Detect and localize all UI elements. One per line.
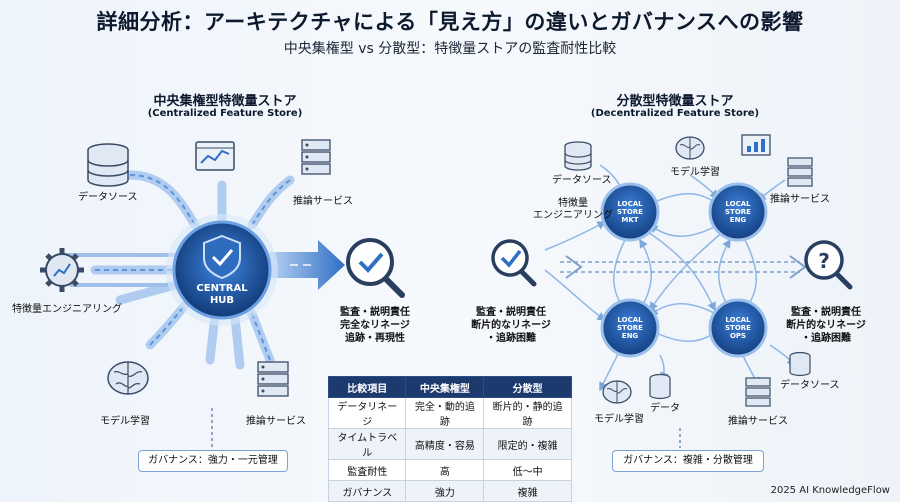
decentral-audit-right-line-3: ・追跡困難 bbox=[801, 333, 851, 344]
store-2-line-1: LOCAL bbox=[725, 200, 751, 208]
store-2-line-3: ENG bbox=[729, 216, 747, 224]
store-4-line-3: OPS bbox=[729, 332, 747, 340]
store-1-line-1: LOCAL bbox=[617, 200, 643, 208]
svg-text:?: ? bbox=[818, 249, 830, 273]
table-cell: 強力 bbox=[405, 480, 485, 502]
local-store-mkt: LOCAL STORE MKT bbox=[605, 200, 655, 224]
central-data-source-label: データソース bbox=[78, 192, 138, 203]
table-cell: データリネージ bbox=[327, 397, 407, 429]
central-hub-label-1: CENTRAL bbox=[196, 283, 248, 294]
decentral-audit-left-line-1: 監査・説明責任 bbox=[476, 307, 546, 318]
decentral-data-source-top-label: データソース bbox=[552, 175, 612, 186]
central-section-title: 中央集権型特徴量ストア bbox=[153, 94, 297, 109]
local-store-eng-top: LOCAL STORE ENG bbox=[713, 200, 763, 224]
central-audit-line-2: 完全なリネージ bbox=[340, 320, 410, 331]
central-audit-line-1: 監査・説明責任 bbox=[340, 307, 410, 318]
table-cell: 限定的・複雑 bbox=[483, 428, 572, 460]
comparison-table: 比較項目 中央集権型 分散型 データリネージ 完全・動的追跡 断片的・静的追跡 … bbox=[327, 376, 572, 502]
decentral-data-source-bottom-label: データソース bbox=[780, 380, 840, 391]
central-hub-label-2: HUB bbox=[209, 295, 235, 306]
central-audit-line-3: 追跡・再現性 bbox=[345, 333, 405, 344]
decentral-model-training-top-label: モデル学習 bbox=[670, 167, 720, 178]
decentral-section-title: 分散型特徴量ストア bbox=[616, 94, 734, 109]
decentral-inference-top-label: 推論サービス bbox=[770, 194, 830, 205]
table-row: タイムトラベル 高精度・容易 限定的・複雑 bbox=[327, 428, 572, 460]
table-cell: 完全・動的追跡 bbox=[405, 397, 485, 429]
decentral-model-training-bottom-label: モデル学習 bbox=[594, 414, 644, 425]
decentral-data-label: データ bbox=[650, 403, 680, 414]
database-icon-central-top bbox=[87, 143, 129, 187]
store-3-line-1: LOCAL bbox=[617, 316, 643, 324]
page-title: 詳細分析：アーキテクチャによる「見え方」の違いとガバナンスへの影響 bbox=[96, 10, 804, 34]
footer-credit: 2025 AI KnowledgeFlow bbox=[770, 485, 890, 496]
decentral-feature-eng-label: 特徴量 エンジニアリング bbox=[533, 198, 613, 222]
table-header-row: 比較項目 中央集権型 分散型 bbox=[327, 376, 572, 398]
table-row: データリネージ 完全・動的追跡 断片的・静的追跡 bbox=[327, 397, 572, 429]
store-1-line-2: STORE bbox=[617, 208, 643, 216]
table-row: ガバナンス 強力 複雑 bbox=[327, 480, 572, 502]
table-cell: ガバナンス bbox=[327, 480, 407, 502]
decentral-audit-left-line-2: 断片的なリネージ bbox=[471, 320, 551, 331]
decentral-audit-right-block: 監査・説明責任 断片的なリネージ ・追跡困難 bbox=[782, 306, 870, 345]
decentral-audit-right-line-2: 断片的なリネージ bbox=[786, 320, 866, 331]
local-store-ops: LOCAL STORE OPS bbox=[713, 316, 763, 340]
table-header-cell: 中央集権型 bbox=[405, 376, 485, 398]
central-feature-eng-label: 特徴量エンジニアリング bbox=[12, 304, 122, 315]
table-header-cell: 分散型 bbox=[483, 376, 572, 398]
central-governance-badge: ガバナンス：強力・一元管理 bbox=[138, 450, 288, 472]
central-section-subtitle: (Centralized Feature Store) bbox=[147, 108, 303, 119]
decentral-feature-eng-line-2: エンジニアリング bbox=[533, 210, 613, 221]
decentral-audit-right-line-1: 監査・説明責任 bbox=[791, 307, 861, 318]
store-4-line-2: STORE bbox=[725, 324, 751, 332]
central-inference-bottom-label: 推論サービス bbox=[246, 416, 306, 427]
table-cell: 断片的・静的追跡 bbox=[483, 397, 572, 429]
page-subtitle: 中央集権型 vs 分散型：特徴量ストアの監査耐性比較 bbox=[283, 41, 617, 57]
decentral-audit-left-block: 監査・説明責任 断片的なリネージ ・追跡困難 bbox=[470, 306, 552, 345]
table-row: 監査耐性 高 低〜中 bbox=[327, 459, 572, 481]
store-1-line-3: MKT bbox=[621, 216, 639, 224]
central-model-training-label: モデル学習 bbox=[100, 416, 150, 427]
decentral-section-subtitle: (Decentralized Feature Store) bbox=[590, 108, 760, 119]
table-cell: 低〜中 bbox=[483, 459, 572, 481]
central-audit-block: 監査・説明責任 完全なリネージ 追跡・再現性 bbox=[330, 306, 420, 345]
table-cell: 監査耐性 bbox=[327, 459, 407, 481]
table-cell: 高 bbox=[405, 459, 485, 481]
decentral-audit-left-line-3: ・追跡困難 bbox=[486, 333, 536, 344]
table-cell: 複雑 bbox=[483, 480, 572, 502]
store-2-line-2: STORE bbox=[725, 208, 751, 216]
table-cell: 高精度・容易 bbox=[405, 428, 485, 460]
decentral-governance-badge: ガバナンス：複雑・分散管理 bbox=[612, 450, 764, 472]
local-store-eng-bottom: LOCAL STORE ENG bbox=[605, 316, 655, 340]
store-3-line-3: ENG bbox=[621, 332, 639, 340]
store-4-line-1: LOCAL bbox=[725, 316, 751, 324]
table-cell: タイムトラベル bbox=[327, 428, 407, 460]
decentral-inference-bottom-label: 推論サービス bbox=[728, 416, 788, 427]
decentral-feature-eng-line-1: 特徴量 bbox=[558, 198, 588, 209]
central-inference-top-label: 推論サービス bbox=[293, 196, 353, 207]
table-header-cell: 比較項目 bbox=[327, 376, 407, 398]
store-3-line-2: STORE bbox=[617, 324, 643, 332]
central-hub: CENTRAL HUB bbox=[182, 283, 262, 307]
